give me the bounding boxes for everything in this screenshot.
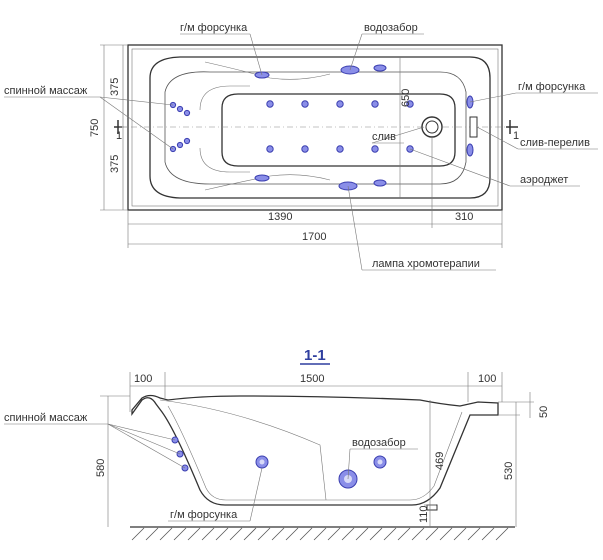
aerojet: [371, 100, 379, 108]
section-mark-right: [506, 120, 518, 134]
tub-profile-outer: [131, 394, 499, 506]
hydro-nozzle: [373, 179, 387, 187]
aerojet: [336, 100, 344, 108]
aerojet: [266, 100, 274, 108]
label-gm-forsunka-right: г/м форсунка: [518, 81, 586, 93]
aerojet-row-bottom: [266, 145, 414, 153]
hydro-nozzle-section-2-center: [377, 459, 383, 465]
leader-gm-bottom: [249, 467, 263, 522]
dim-750-label: 750: [89, 119, 101, 137]
leader-spinnoy-1: [99, 96, 174, 106]
dim-110-label: 110: [418, 505, 430, 523]
label-spinnoy-massazh-top: спинной массаж: [4, 85, 88, 97]
dim-1700-label: 1700: [302, 231, 326, 243]
floor-hatch: [131, 527, 509, 541]
hydro-nozzle-bottom: [254, 174, 270, 182]
back-jet: [176, 141, 184, 149]
leader-gm-top: [249, 33, 263, 76]
dim-530-label: 530: [503, 462, 515, 480]
dim-375-bottom-label: 375: [109, 155, 121, 173]
dim-100-left-label: 100: [134, 373, 152, 385]
back-jet: [183, 109, 191, 117]
leader-vodozabor-top: [349, 33, 363, 71]
overflow: [469, 116, 478, 138]
dim-375-top-label: 375: [109, 78, 121, 96]
tub-headrest-curve-2: [199, 147, 250, 173]
leader-aerodzhet: [409, 148, 511, 187]
tub-step-contour: [164, 71, 467, 185]
label-sliv: слив: [372, 131, 396, 143]
section-title: 1-1: [304, 347, 326, 364]
dim-1390-label: 1390: [268, 211, 292, 223]
hydro-nozzle-section-center: [259, 459, 265, 465]
dim-50-label: 50: [538, 406, 550, 418]
dim-1500-label: 1500: [300, 373, 324, 385]
label-vodozabor-bottom: водозабор: [352, 437, 406, 449]
aerojet: [266, 145, 274, 153]
tub-seat-line: [159, 399, 327, 501]
dim-580-label: 580: [95, 459, 107, 477]
dim-310-label: 310: [455, 211, 473, 223]
back-jet: [176, 105, 184, 113]
section-view: 1-1: [4, 347, 550, 541]
aerojet-row-top: [266, 100, 414, 108]
leader-sliv: [371, 126, 425, 144]
drain-inner: [425, 120, 439, 134]
dim-100-right-label: 100: [478, 373, 496, 385]
section-mark-right-label: 1: [513, 130, 519, 142]
tub-headrest-curve: [199, 85, 250, 111]
leader-gm-right: [469, 92, 517, 103]
dim-650-label: 650: [400, 89, 412, 107]
leader-spinnoy-2: [99, 96, 174, 150]
flow-curve-1: [204, 61, 331, 80]
tub-bowl-outline: [149, 56, 491, 199]
label-lampa: лампа хромотерапии: [372, 258, 480, 270]
back-jet: [183, 137, 191, 145]
aerojet: [336, 145, 344, 153]
flow-curve-2: [204, 174, 331, 191]
tub-inner-bottom: [221, 93, 456, 167]
aerojet: [301, 145, 309, 153]
aerojet: [371, 145, 379, 153]
dim-469-label: 469: [434, 452, 446, 470]
leader-spinnoy-bottom-3: [107, 423, 186, 469]
top-view: 1 1 г/м форсунка водозабор спинной масса…: [4, 22, 598, 271]
label-spinnoy-massazh-bottom: спинной массаж: [4, 412, 88, 424]
label-sliv-pereliv: слив-перелив: [520, 137, 590, 149]
tub-outer-rim: [127, 44, 503, 211]
hydro-nozzle-right-bottom: [466, 143, 474, 157]
section-mark-left-label: 1: [116, 130, 122, 142]
aerojet: [406, 100, 414, 108]
leader-lampa: [347, 185, 363, 271]
back-massage-jets-top-view: [169, 101, 191, 153]
leader-vodozabor-bottom: [347, 448, 351, 480]
label-vodozabor-top: водозабор: [364, 22, 418, 34]
tub-inner-rim: [131, 48, 499, 207]
leader-sliv-pereliv: [476, 126, 519, 150]
leader-spinnoy-bottom-1: [107, 423, 176, 441]
tub-profile-inner: [167, 405, 463, 501]
aerojet: [301, 100, 309, 108]
label-aerodzhet: аэроджет: [520, 174, 568, 186]
leader-spinnoy-bottom-2: [107, 423, 181, 455]
label-gm-forsunka-bottom: г/м форсунка: [170, 509, 238, 521]
hydro-nozzle: [373, 64, 387, 72]
label-gm-forsunka-top: г/м форсунка: [180, 22, 248, 34]
